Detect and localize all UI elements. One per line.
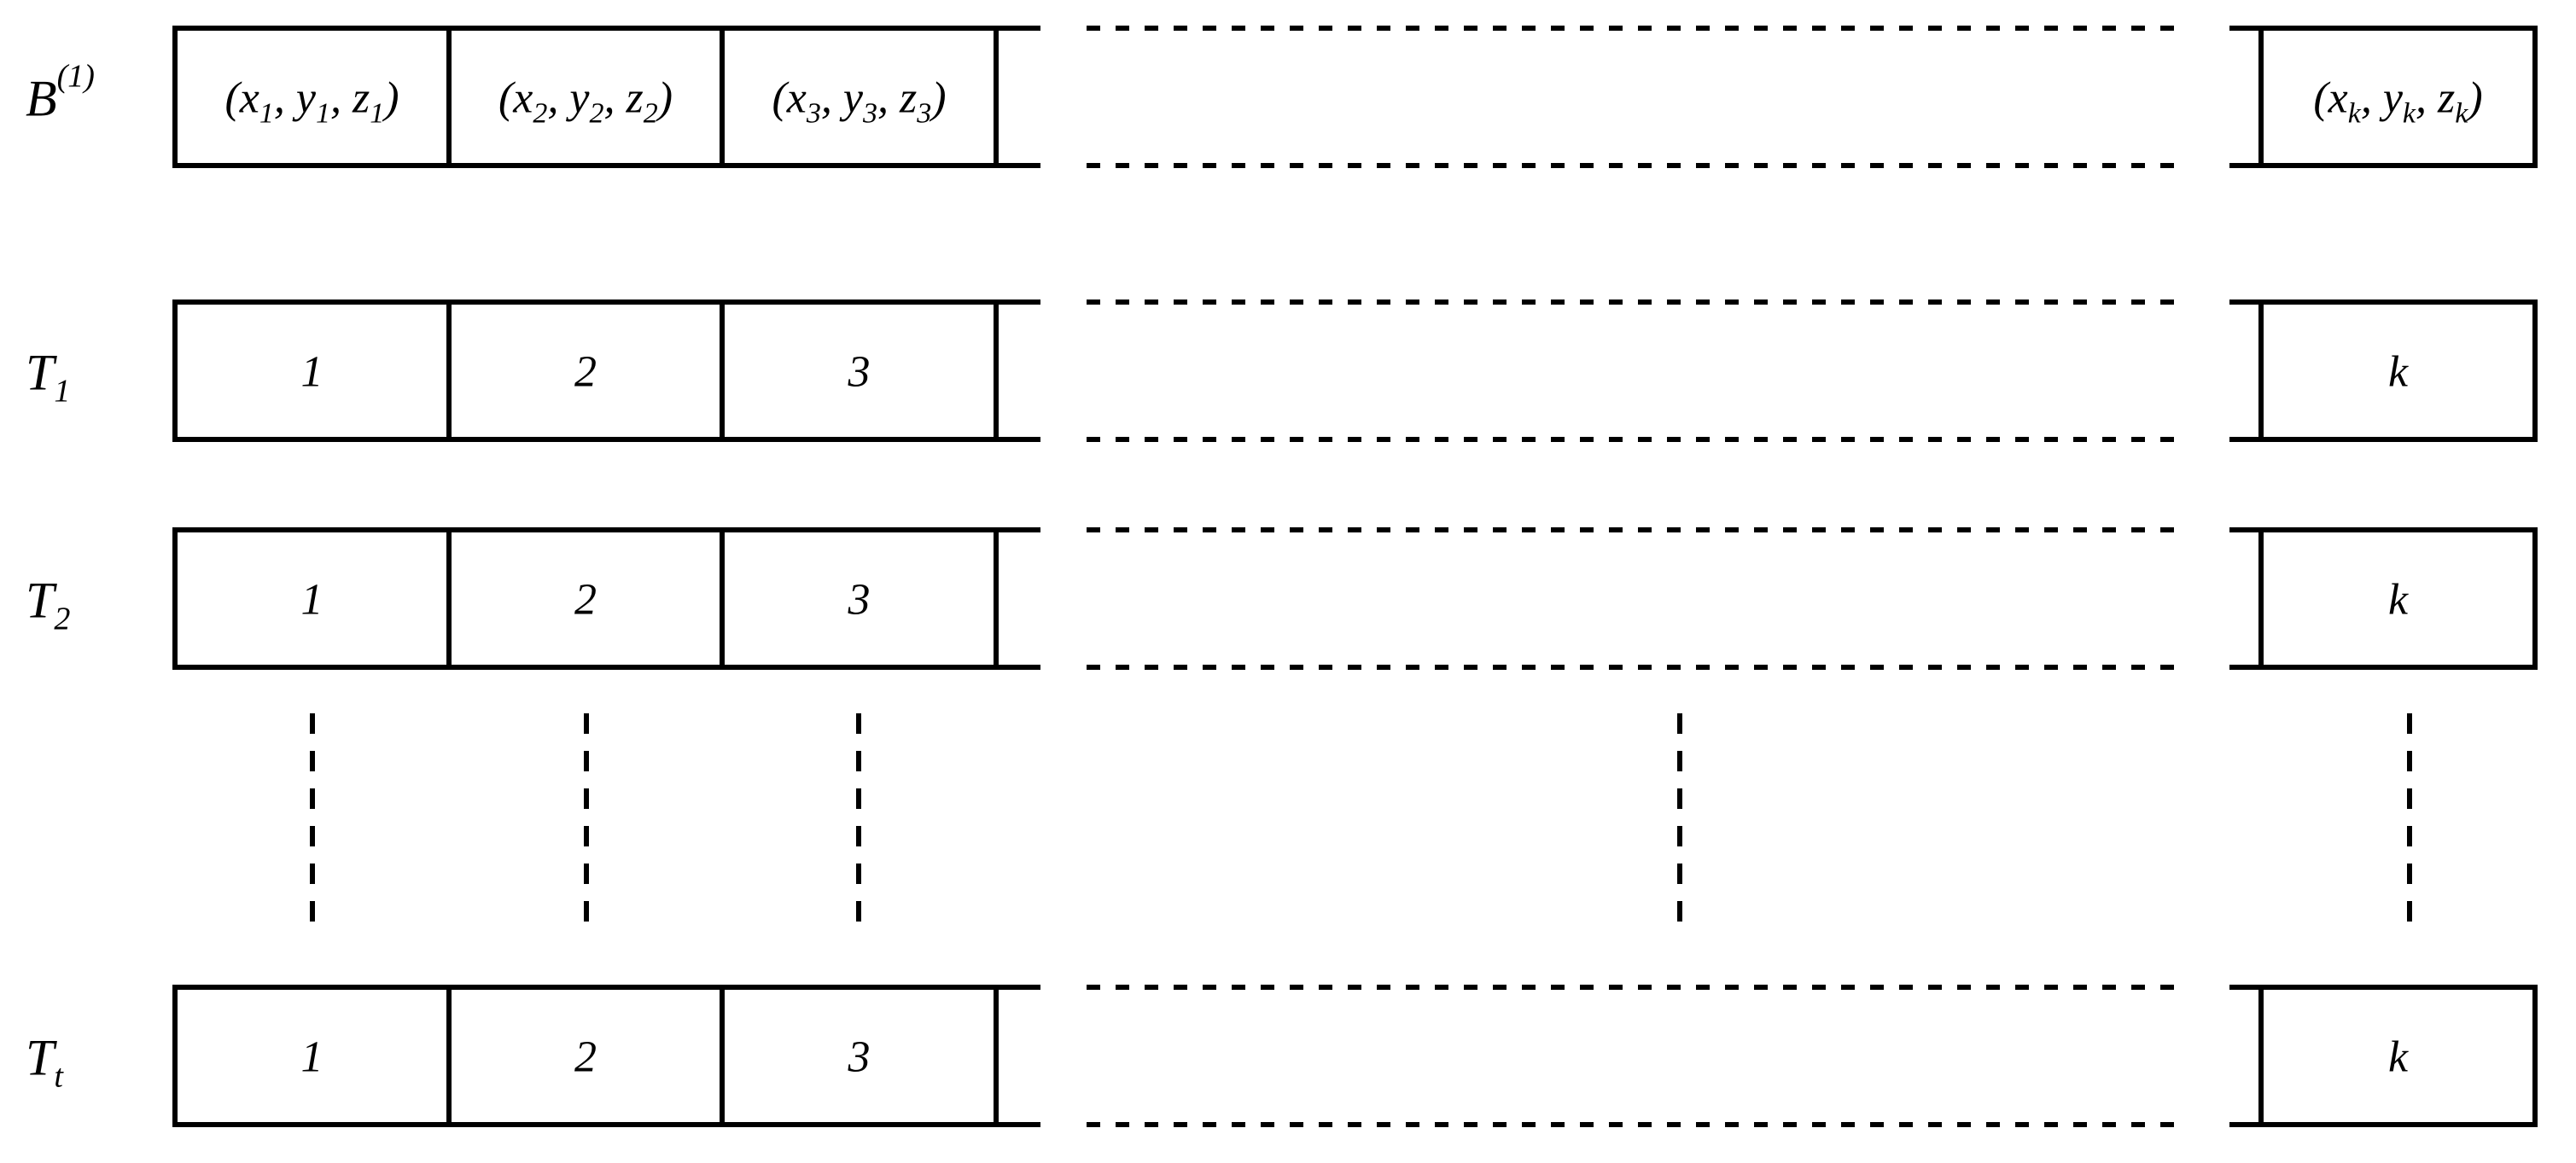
cell-text-part: , z [877, 74, 917, 123]
array-cell-2: (x2, y2, z2) [498, 74, 673, 130]
subscript: k [2403, 98, 2416, 130]
cell-text-part: 3 [848, 348, 871, 397]
subscript: 3 [916, 98, 931, 130]
cell-text-part: k [2388, 348, 2409, 397]
row-label: T2 [26, 573, 70, 637]
subscript: 3 [862, 98, 877, 130]
row-label-base: T [26, 345, 57, 401]
cell-text-part: (x [498, 74, 533, 123]
cell-text-part: ) [382, 74, 399, 123]
subscript: 2 [644, 98, 658, 130]
row-label-base: T [26, 573, 57, 629]
row-label-subscript: 1 [54, 374, 70, 410]
cell-text-part: , y [547, 74, 590, 123]
array-cell-2: 2 [574, 1033, 597, 1082]
row-label-base: B [26, 71, 57, 127]
cell-text-part: ) [656, 74, 673, 123]
row-label-superscript: (1) [57, 59, 95, 95]
row-label: T1 [26, 345, 70, 410]
cell-text-part: (x [772, 74, 806, 123]
subscript: 3 [806, 98, 821, 130]
cell-text-part: 2 [574, 1033, 597, 1082]
cell-text-part: , y [274, 74, 317, 123]
cell-text-part: 1 [301, 576, 323, 625]
array-cell-k: k [2388, 348, 2409, 397]
cell-text-part: k [2388, 1033, 2409, 1082]
subscript: 2 [589, 98, 603, 130]
array-row-0: B(1)(x1, y1, z1)(x2, y2, z2)(x3, y3, z3)… [26, 26, 2538, 168]
subscript: 1 [259, 98, 274, 130]
array-cell-k: (xk, yk, zk) [2313, 74, 2482, 130]
row-label: B(1) [26, 59, 95, 127]
subscript: k [2348, 98, 2362, 130]
array-cell-1: 1 [301, 576, 323, 625]
cell-text-part: k [2388, 576, 2409, 625]
cell-text-part: 3 [848, 576, 871, 625]
cell-text-part: 2 [574, 348, 597, 397]
array-cell-1: (x1, y1, z1) [224, 74, 399, 130]
subscript: 1 [370, 98, 384, 130]
subscript: 2 [533, 98, 547, 130]
array-cell-2: 2 [574, 576, 597, 625]
array-cell-k: k [2388, 1033, 2409, 1082]
array-row-3: Tt 1 2 3 k [26, 985, 2538, 1127]
row-label-subscript: t [54, 1059, 64, 1095]
array-cell-3: 3 [848, 576, 871, 625]
cell-text-part: , y [2361, 74, 2404, 123]
cell-text-part: 1 [301, 348, 323, 397]
cell-text-part: (x [224, 74, 259, 123]
row-label-subscript: 2 [54, 602, 70, 637]
row-label-base: T [26, 1030, 57, 1086]
array-cell-1: 1 [301, 348, 323, 397]
cell-text-part: 1 [301, 1033, 323, 1082]
cell-text-part: (x [2313, 74, 2347, 123]
cell-text-part: , z [330, 74, 370, 123]
cell-text-part: ) [2465, 74, 2482, 123]
array-cell-2: 2 [574, 348, 597, 397]
cell-text-part: 3 [848, 1033, 871, 1082]
cell-text-part: , z [2416, 74, 2455, 123]
array-cell-3: 3 [848, 348, 871, 397]
array-cell-1: 1 [301, 1033, 323, 1082]
cell-text-part: , z [603, 74, 643, 123]
array-cell-3: (x3, y3, z3) [772, 74, 946, 130]
row-label: Tt [26, 1030, 64, 1095]
cell-text-part: 2 [574, 576, 597, 625]
subscript: 1 [316, 98, 330, 130]
array-cell-3: 3 [848, 1033, 871, 1082]
cell-text-part: , y [821, 74, 864, 123]
array-cell-k: k [2388, 576, 2409, 625]
subscript: k [2455, 98, 2468, 130]
cell-text-part: ) [929, 74, 946, 123]
